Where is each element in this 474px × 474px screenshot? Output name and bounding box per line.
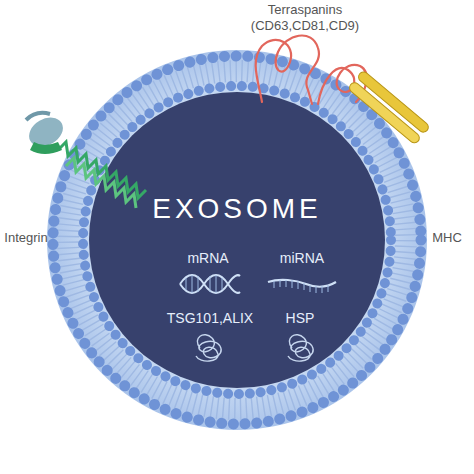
protein-label: Terraspanins (CD63,CD81,CD9) — [240, 2, 370, 33]
integrin-helix — [66, 158, 136, 208]
lipid-tails — [68, 71, 406, 409]
mrna-icon — [180, 275, 240, 293]
mrna-strand — [180, 275, 240, 293]
exosome-title: EXOSOME — [152, 192, 322, 226]
mirna-bases — [274, 280, 328, 293]
protein-blob — [196, 335, 221, 361]
protein-blob — [288, 335, 313, 361]
integrin-head — [26, 113, 50, 120]
membrane-fill — [47, 50, 427, 430]
integrin-protein — [24, 112, 146, 208]
mrna-bases — [186, 275, 222, 293]
cargo-label: HSP — [286, 310, 315, 327]
exosome-core: EXOSOME mRNA miRNA TSG101,ALIX HSP — [89, 92, 385, 388]
mrna-strand — [180, 275, 240, 293]
tetraspanin-protein — [256, 36, 367, 104]
integrin-helix — [58, 142, 146, 198]
mhc-chain — [348, 81, 422, 145]
protein-label: Integrin — [4, 230, 47, 246]
cargo-label: mRNA — [187, 250, 228, 267]
cargo-label: TSG101,ALIX — [167, 310, 253, 327]
cargo-label: miRNA — [280, 250, 324, 267]
protein-label: MHC — [432, 230, 462, 246]
inner-lipid-heads — [83, 86, 391, 394]
mirna-icon — [268, 280, 336, 293]
outer-lipid-heads — [53, 56, 421, 424]
mhc-protein — [348, 70, 431, 145]
integrin-cap — [30, 142, 62, 154]
mirna-strand — [268, 280, 336, 287]
